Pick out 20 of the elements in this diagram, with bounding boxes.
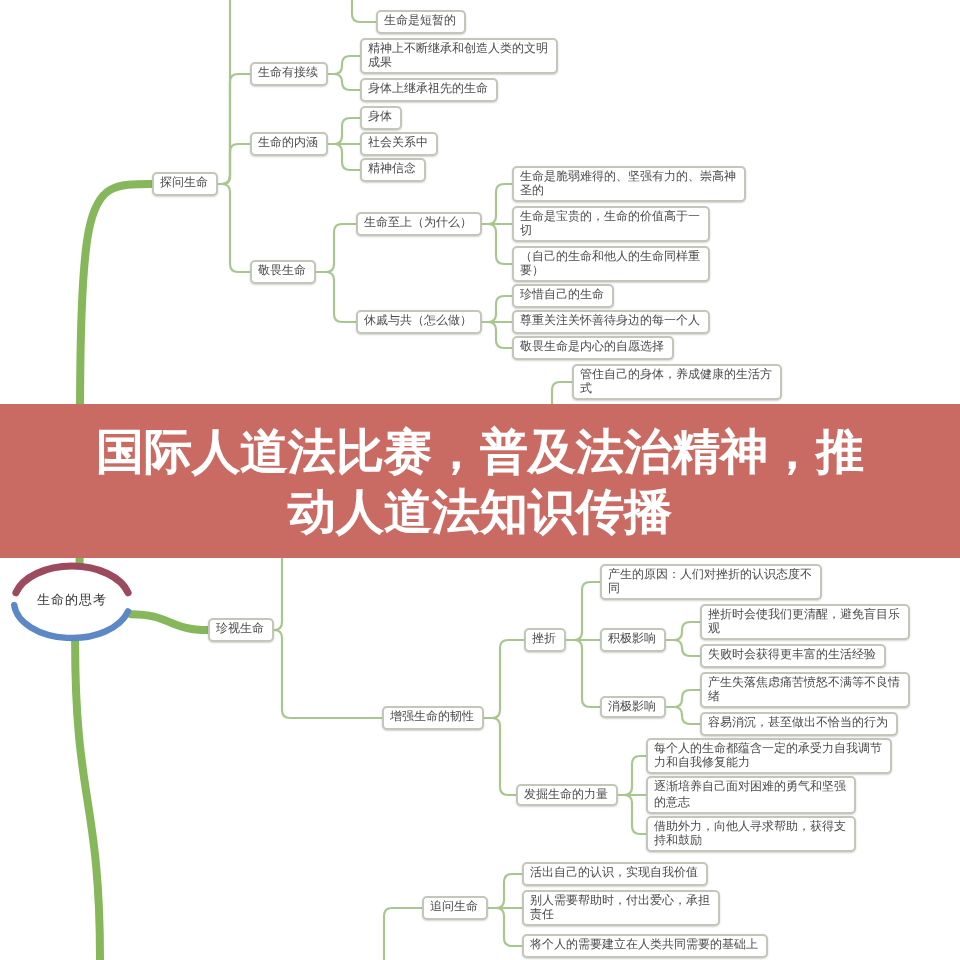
connector-line xyxy=(326,72,362,92)
connector-line xyxy=(480,222,514,266)
connector-line xyxy=(314,270,358,324)
connector-line xyxy=(482,716,518,797)
connector-line xyxy=(382,906,424,960)
connector-line xyxy=(272,556,284,632)
connector-line xyxy=(664,638,702,658)
connector-line xyxy=(550,380,574,406)
connector-line xyxy=(272,628,384,720)
connector-line xyxy=(616,793,648,836)
connector-line xyxy=(71,637,104,960)
connector-line xyxy=(127,610,212,634)
title: 国际人道法比赛，普及法治精神，推动人道法知识传播 xyxy=(94,421,866,541)
connector-line xyxy=(486,906,524,948)
connector-line xyxy=(564,638,602,709)
connector-line xyxy=(326,142,362,172)
connector-line xyxy=(350,0,378,24)
connector-line xyxy=(664,705,702,726)
connector-line xyxy=(480,320,514,350)
connector-line xyxy=(216,182,252,274)
